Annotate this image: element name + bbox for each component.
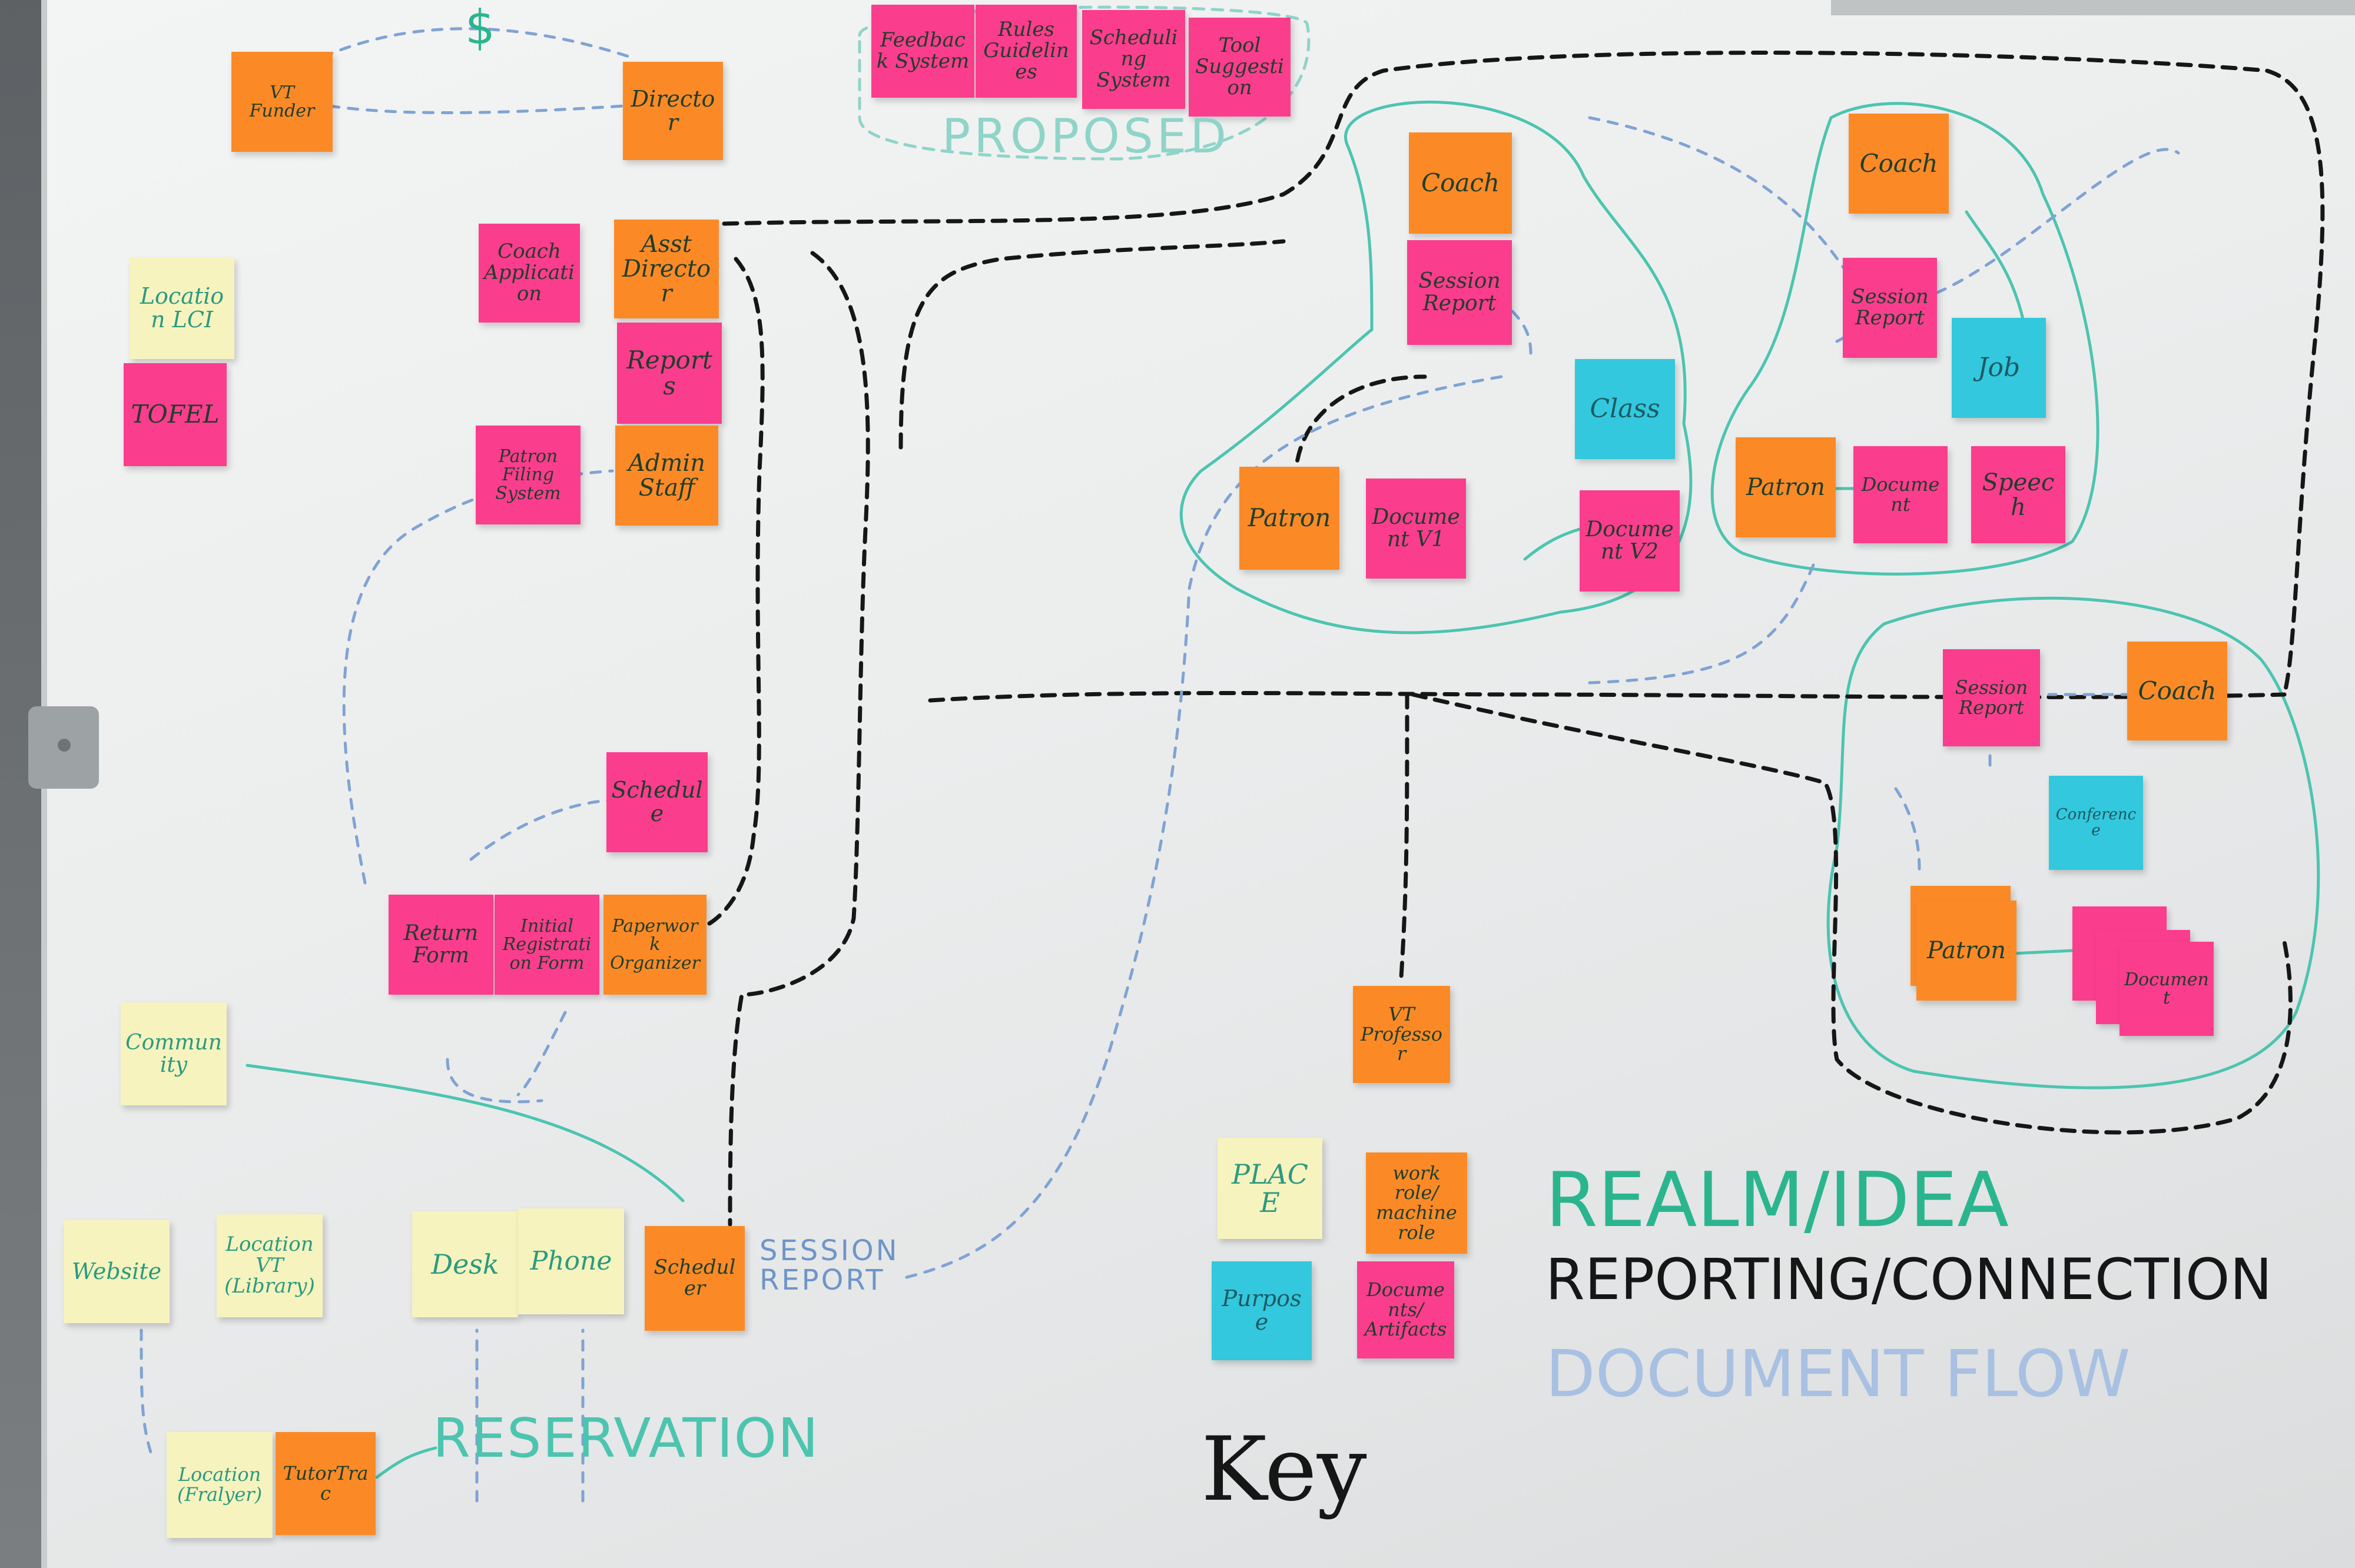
session-report-label: SESSION REPORT <box>759 1234 900 1297</box>
realm-arrow-tutortrac <box>375 1446 437 1479</box>
reporting-line-6 <box>1399 692 1409 979</box>
note-scheduler[interactable]: Scheduler <box>645 1226 745 1331</box>
note-session-report-3[interactable]: Session Report <box>1943 649 2040 746</box>
note-patron-1[interactable]: Patron <box>1239 467 1339 570</box>
docflow-registration <box>516 1011 567 1097</box>
note-initial-registration-form[interactable]: Initial Registration Form <box>495 895 599 995</box>
note-community[interactable]: Community <box>121 1002 227 1105</box>
reporting-line-7 <box>1293 374 1427 485</box>
key-document-flow: DOCUMENT FLOW <box>1545 1336 2131 1411</box>
note-document-3[interactable]: Document <box>2120 942 2214 1036</box>
note-return-form[interactable]: Return Form <box>389 895 493 995</box>
realm-link-patron3-doc <box>2012 949 2074 955</box>
note-vt-professor[interactable]: VT Professor <box>1353 986 1450 1083</box>
note-admin-staff[interactable]: Admin Staff <box>615 426 718 526</box>
key-work-role[interactable]: work role/ machine role <box>1366 1152 1467 1254</box>
docflow-session1 <box>1505 304 1533 355</box>
docflow-funder-director <box>328 104 626 115</box>
note-reports[interactable]: Reports <box>617 323 722 424</box>
note-job[interactable]: Job <box>1952 318 2046 418</box>
board-clip <box>28 706 99 789</box>
note-asst-director[interactable]: Asst Director <box>614 220 719 318</box>
reporting-line-8 <box>1411 692 2293 1135</box>
key-reporting-connection: REPORTING/CONNECTION <box>1545 1247 2273 1313</box>
note-tofel[interactable]: TOFEL <box>124 363 227 466</box>
reporting-line-4 <box>898 239 1286 450</box>
note-scheduling-system[interactable]: Scheduling System <box>1082 10 1185 109</box>
key-place[interactable]: PLACE <box>1218 1138 1322 1239</box>
note-patron-3[interactable]: Patron <box>1916 901 2016 1001</box>
note-session-report-1[interactable]: Session Report <box>1407 240 1512 345</box>
note-patron-filing-system[interactable]: Patron Filing System <box>476 426 581 524</box>
note-location-fralyer[interactable]: Location (Fralyer) <box>167 1432 273 1538</box>
note-coach-application[interactable]: Coach Application <box>479 224 580 323</box>
key-documents[interactable]: Documents/ Artifacts <box>1357 1261 1454 1358</box>
realm-link-coach2 <box>1965 210 2027 331</box>
note-patron-2[interactable]: Patron <box>1736 437 1836 537</box>
reporting-line-1 <box>722 51 2325 697</box>
docflow-session-report <box>905 375 1503 1279</box>
proposed-label: PROPOSED <box>942 109 1230 164</box>
note-document-2[interactable]: Document <box>1853 446 1948 543</box>
realm-outline-coach-3 <box>1826 596 2320 1089</box>
docflow-admin <box>342 469 614 885</box>
key-realm-idea: REALM/IDEA <box>1545 1157 2009 1244</box>
note-document-v2[interactable]: Document V2 <box>1580 490 1680 592</box>
reservation-label: RESERVATION <box>433 1407 820 1470</box>
docflow-schedule <box>469 799 614 861</box>
note-rules-guidelines[interactable]: Rules Guidelines <box>976 5 1077 98</box>
note-session-report-2[interactable]: Session Report <box>1843 258 1937 358</box>
note-paperwork-organizer[interactable]: Paperwork Organizer <box>603 895 706 995</box>
note-phone[interactable]: Phone <box>518 1208 624 1314</box>
key-purpose[interactable]: Purpose <box>1212 1261 1312 1360</box>
realm-arrow-community <box>246 1064 685 1202</box>
note-schedule[interactable]: Schedule <box>606 752 708 852</box>
note-speech[interactable]: Speech <box>1971 446 2065 543</box>
note-document-v1[interactable]: Document V1 <box>1366 479 1466 579</box>
note-coach-1[interactable]: Coach <box>1409 132 1512 234</box>
note-location-vt-library[interactable]: Location VT (Library) <box>217 1214 323 1317</box>
note-conference[interactable]: Conference <box>2049 776 2143 870</box>
realm-outline-coach-1 <box>1179 100 1693 634</box>
note-tutortrac[interactable]: TutorTrac <box>276 1432 376 1535</box>
note-coach-3[interactable]: Coach <box>2127 642 2227 740</box>
note-director[interactable]: Director <box>623 62 723 160</box>
reporting-line-2 <box>692 257 765 932</box>
docflow-dollar <box>304 27 638 67</box>
note-class[interactable]: Class <box>1575 359 1675 459</box>
note-desk[interactable]: Desk <box>412 1211 518 1317</box>
realm-outline-coach-2 <box>1710 102 2099 576</box>
note-feedback-system[interactable]: Feedback System <box>871 5 974 98</box>
key-title: Key <box>1201 1418 1367 1521</box>
note-website[interactable]: Website <box>64 1220 170 1323</box>
reporting-line-5 <box>928 691 2287 703</box>
docflow-website <box>140 1328 155 1461</box>
dollar-sign: $ <box>465 0 495 55</box>
note-coach-2[interactable]: Coach <box>1849 114 1949 214</box>
reporting-line-3 <box>728 251 870 1227</box>
docflow-doc3 <box>1894 787 1921 873</box>
note-vt-funder[interactable]: VT Funder <box>231 52 333 152</box>
docflow-patron2 <box>1588 563 1815 685</box>
docflow-return <box>446 1058 543 1104</box>
board-frame <box>1831 0 2355 15</box>
note-location-lci[interactable]: Location LCI <box>130 258 234 359</box>
note-tool-suggestion[interactable]: Tool Suggestion <box>1189 18 1291 117</box>
